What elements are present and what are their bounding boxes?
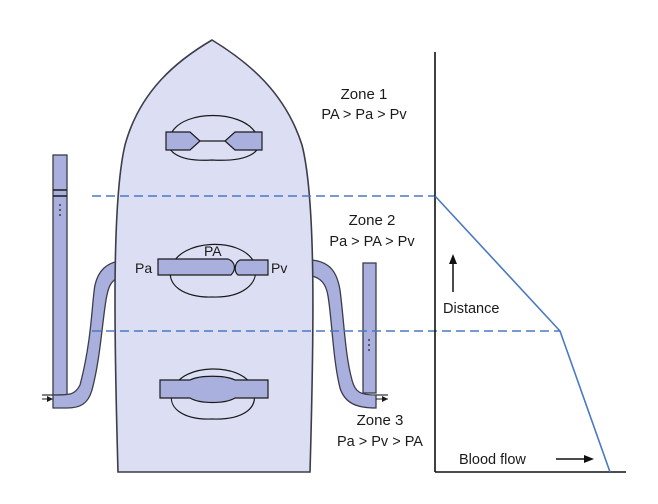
zone3-title: Zone 3 [357,412,404,429]
venous-pressure-label: Pv [271,260,287,276]
right-manometer [311,259,388,409]
alveolar-pressure-label: PA [204,243,222,259]
blood-flow-axis-label: Blood flow [459,452,526,468]
zone1-capillary [165,115,263,161]
distance-arrow-icon [449,254,457,292]
zone2-title: Zone 2 [349,212,396,229]
zone2-relation: Pa > PA > Pv [329,234,415,250]
zone2-capillary [157,243,269,298]
distance-axis-label: Distance [443,301,499,317]
zone3-relation: Pa > Pv > PA [337,434,423,450]
zone1-relation: PA > Pa > Pv [321,107,407,123]
left-manometer [42,154,126,409]
zone3-capillary [159,368,269,420]
blood-flow-curve [434,195,611,473]
zone1-title: Zone 1 [341,86,388,103]
arterial-pressure-label: Pa [135,260,152,276]
blood-flow-arrow-icon [556,455,594,463]
